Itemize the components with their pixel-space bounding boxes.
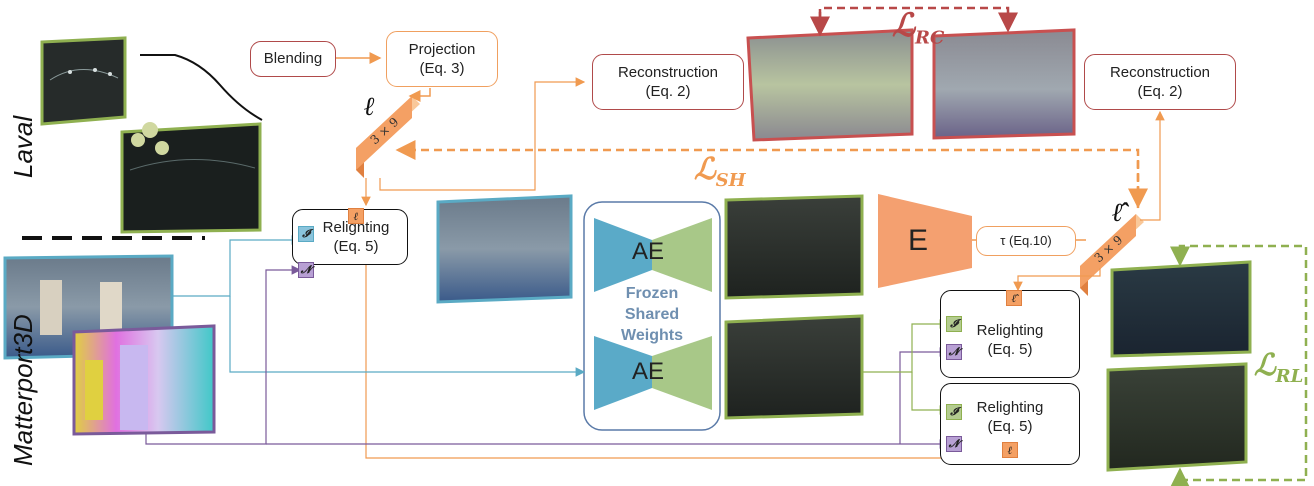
rl-image-top: [1110, 260, 1252, 358]
loss-sh: ℒSH: [694, 152, 746, 191]
input-cube-I-left: 𝓘: [298, 226, 314, 242]
relighting-left-title: Relighting: [322, 218, 390, 236]
ell-hat-symbol: ℓ̂: [1112, 198, 1124, 228]
reconstruction-right-title: Reconstruction: [1109, 63, 1211, 81]
rl-image-bottom: [1106, 362, 1248, 472]
ae-top-label: AE: [632, 238, 665, 265]
sh-tensor-pred: [1080, 214, 1144, 296]
reconstruction-left-title: Reconstruction: [617, 63, 719, 81]
loss-rc-symbol: ℒ: [892, 6, 916, 44]
frozen-line-1: Frozen: [625, 285, 679, 302]
blending-box: Blending: [250, 41, 336, 77]
frozen-line-2: Shared: [624, 305, 680, 323]
laval-label: Laval: [8, 115, 38, 178]
relighting-top-eq: (Eq. 5): [987, 341, 1033, 358]
input-cube-N-top: 𝓝: [946, 344, 962, 360]
reconstruction-right-eq: (Eq. 2): [1137, 83, 1183, 100]
projection-eq: (Eq. 3): [419, 60, 465, 77]
reconstruction-left-box: Reconstruction (Eq. 2): [592, 54, 744, 110]
loss-rc-subscript: RC: [915, 27, 945, 49]
tau-label: τ (Eq.10): [1000, 232, 1052, 248]
loss-sh-symbol: ℒ: [694, 152, 716, 187]
loss-rl: ℒRL: [1254, 348, 1303, 387]
ae-output-bottom-image: [724, 314, 864, 420]
input-cube-ell-hat: ℓ̂: [1006, 290, 1022, 306]
relighting-bottom-title: Relighting: [976, 398, 1044, 416]
frozen-line-3: Weights: [621, 326, 683, 344]
laval-hdr-image: [40, 36, 127, 126]
tau-box: τ (Eq.10): [976, 226, 1076, 256]
matterport-normal-image: [72, 324, 216, 436]
frozen-weights-frame: [583, 201, 721, 431]
loss-rl-symbol: ℒ: [1254, 348, 1276, 383]
matterport-label: Matterport3D: [8, 314, 38, 466]
input-cube-N-bottom: 𝓝: [946, 436, 962, 452]
input-cube-ell-left: ℓ: [348, 208, 364, 224]
relighting-left-box: Relighting (Eq. 5): [292, 209, 408, 265]
frozen-weights-label: Frozen Shared Weights: [600, 284, 704, 346]
loss-sh-subscript: SH: [715, 170, 746, 191]
reconstruction-right-box: Reconstruction (Eq. 2): [1084, 54, 1236, 110]
input-cube-N-left: 𝓝: [298, 262, 314, 278]
reconstruction-left-eq: (Eq. 2): [645, 83, 691, 100]
encoder-shape: [878, 194, 972, 288]
ae-bottom-label: AE: [632, 358, 665, 385]
sh-tensor-gt: [356, 96, 420, 178]
loss-rc: ℒRC: [892, 6, 944, 48]
relighting-top-title: Relighting: [976, 321, 1044, 339]
blending-label: Blending: [263, 50, 323, 68]
rc-image-right: [932, 28, 1076, 140]
laval-ldr-image: [120, 122, 262, 234]
relighting-left-eq: (Eq. 5): [333, 238, 379, 255]
encoder-label: E: [908, 224, 929, 257]
projection-title: Projection: [408, 40, 476, 58]
relighting-bottom-eq: (Eq. 5): [987, 418, 1033, 435]
relit-rgb-image: [436, 194, 573, 304]
projection-box: Projection (Eq. 3): [386, 31, 498, 87]
input-cube-ell-bottom: ℓ: [1002, 442, 1018, 458]
ae-bottom-shape: [594, 336, 712, 410]
loss-rl-subscript: RL: [1275, 366, 1304, 387]
ae-output-top-image: [724, 194, 864, 300]
rc-image-left: [746, 28, 914, 142]
ell-symbol: ℓ: [364, 92, 376, 122]
input-cube-I-top: 𝓘: [946, 316, 962, 332]
laval-brace: [140, 54, 263, 121]
input-cube-I-bottom: 𝓘: [946, 404, 962, 420]
ae-top-shape: [594, 218, 712, 292]
